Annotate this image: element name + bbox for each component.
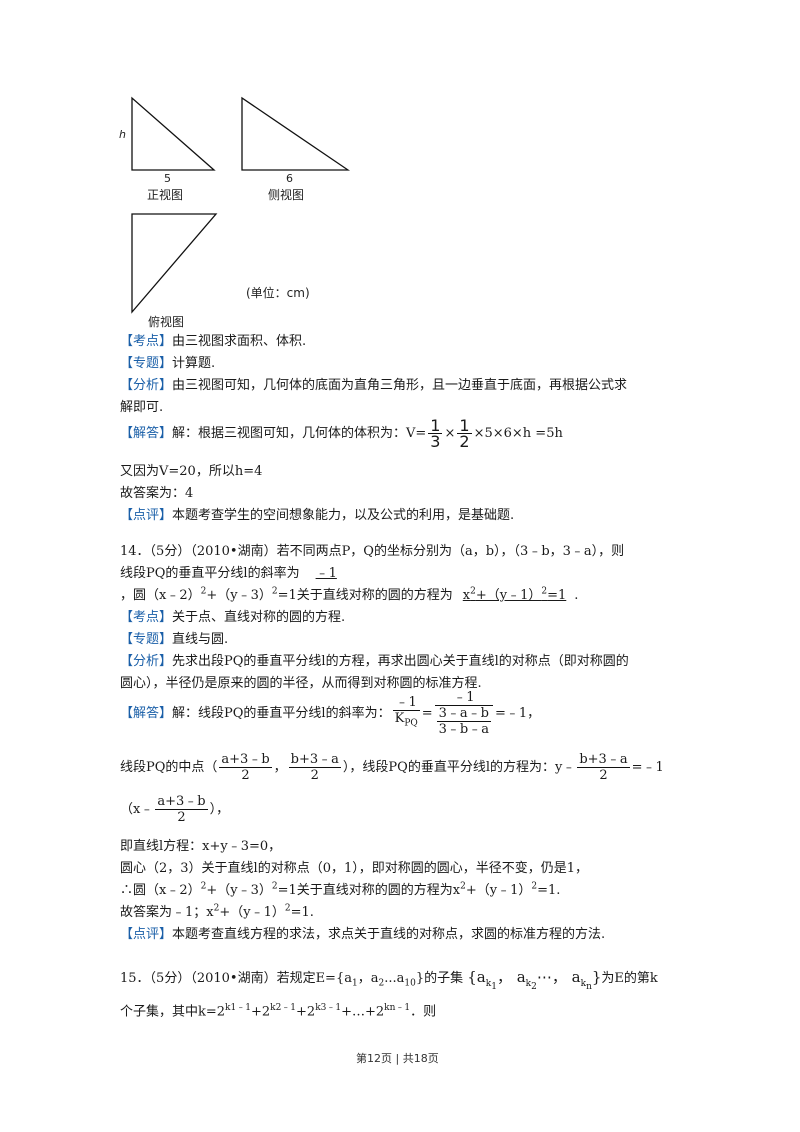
q13-zhuanti: 【专题】计算题. xyxy=(120,352,215,371)
side-width-label: 6 xyxy=(286,172,293,185)
times-sign: × xyxy=(444,426,456,441)
kaodian-tag: 【考点】 xyxy=(120,610,173,625)
top-view-triangle xyxy=(131,213,218,314)
fenxi-tag: 【分析】 xyxy=(120,654,173,669)
side-view-triangle xyxy=(241,96,350,171)
q14-stem-text: 线段PQ的垂直平分线l的斜率为 xyxy=(120,566,300,581)
front-width-label: 5 xyxy=(164,172,171,185)
q14-line-l1: 即直线l方程：x+y﹣3=0， xyxy=(120,839,282,854)
answer-blank-1: ﹣1 xyxy=(315,566,337,581)
q15-stem-line1: 15．（5分）（2010•湖南）若规定E={a1，a2...a10}的子集 {a… xyxy=(120,968,658,992)
fenxi-text: 由三视图可知，几何体的底面为直角三角形，且一边垂直于底面，再根据公式求 xyxy=(172,378,628,393)
q15-stem-line2: 个子集，其中k=2k1﹣1+2k2﹣1+2k3﹣1+…+2kn﹣1．则 xyxy=(120,1003,437,1020)
zhuanti-text: 直线与圆. xyxy=(172,632,229,647)
q14-line-l4: 故答案为﹣1；x2+（y﹣1）2=1. xyxy=(120,903,314,920)
page-footer: 第12页 | 共18页 xyxy=(356,1052,439,1065)
q13-dianping: 【点评】本题考查学生的空间想象能力，以及公式的利用，是基础题. xyxy=(120,504,514,523)
dianping-text: 本题考查直线方程的求法，求点关于直线的对称点，求圆的标准方程的方法. xyxy=(172,927,606,942)
volume-expression: ×5×6×h =5h xyxy=(473,426,563,441)
q14-zhuanti: 【专题】直线与圆. xyxy=(120,628,228,647)
height-label: h xyxy=(119,128,126,141)
front-view-triangle xyxy=(131,96,216,171)
q13-fenxi: 【分析】由三视图可知，几何体的底面为直角三角形，且一边垂直于底面，再根据公式求 xyxy=(120,374,627,393)
fenxi-tag: 【分析】 xyxy=(120,378,173,393)
q14-kaodian: 【考点】关于点、直线对称的圆的方程. xyxy=(120,606,345,625)
top-view-caption: 俯视图 xyxy=(148,315,185,329)
zhuanti-tag: 【专题】 xyxy=(120,356,173,371)
unit-note: (单位：cm) xyxy=(246,286,310,300)
kaodian-text: 关于点、直线对称的圆的方程. xyxy=(172,610,346,625)
three-view-figure xyxy=(131,96,350,314)
q14-line-l2: 圆心（2，3）关于直线l的对称点（0，1），即对称圆的圆心，半径不变，仍是1， xyxy=(120,861,589,876)
subset-notation: {ak1， ak2⋯， akn} xyxy=(467,968,602,992)
kaodian-text: 由三视图求面积、体积. xyxy=(172,334,307,349)
q14-stem-line1: 14．（5分）（2010•湖南）若不同两点P，Q的坐标分别为（a，b），（3﹣b… xyxy=(120,544,625,559)
jieda-text: 解：根据三视图可知，几何体的体积为：V= xyxy=(172,426,427,441)
dianping-tag: 【点评】 xyxy=(120,508,173,523)
zhuanti-tag: 【专题】 xyxy=(120,632,173,647)
q13-kaodian: 【考点】由三视图求面积、体积. xyxy=(120,330,306,349)
fenxi-text: 先求出段PQ的垂直平分线l的方程，再求出圆心关于直线l的对称点（即对称圆的 xyxy=(172,654,629,669)
q14-stem-line2: 线段PQ的垂直平分线l的斜率为 ﹣1 xyxy=(120,562,353,581)
jieda-text: 解：线段PQ的垂直平分线l的斜率为： xyxy=(172,706,391,721)
side-view-caption: 侧视图 xyxy=(268,188,305,202)
jieda-tag: 【解答】 xyxy=(120,426,173,441)
q14-fenxi: 【分析】先求出段PQ的垂直平分线l的方程，再求出圆心关于直线l的对称点（即对称圆… xyxy=(120,650,629,669)
jieda-tag: 【解答】 xyxy=(120,706,173,721)
q13-fenxi-line2: 解即可. xyxy=(120,400,164,415)
dianping-text: 本题考查学生的空间想象能力，以及公式的利用，是基础题. xyxy=(172,508,515,523)
front-view-caption: 正视图 xyxy=(147,188,184,202)
kaodian-tag: 【考点】 xyxy=(120,334,173,349)
zhuanti-text: 计算题. xyxy=(172,356,216,371)
q14-dianping: 【点评】本题考查直线方程的求法，求点关于直线的对称点，求圆的标准方程的方法. xyxy=(120,923,605,942)
dianping-tag: 【点评】 xyxy=(120,927,173,942)
q14-line-l3: ∴圆（x﹣2）2+（y﹣3）2=1关于直线对称的圆的方程为x2+（y﹣1）2=1… xyxy=(120,881,561,898)
slope-result: =﹣1， xyxy=(495,706,541,721)
q13-line3: 故答案为：4 xyxy=(120,486,194,501)
q13-line2: 又因为V=20，所以h=4 xyxy=(120,464,263,479)
answer-blank-2: x2+（y﹣1）2=1 xyxy=(462,586,567,603)
q14-fenxi-line2: 圆心），半径仍是原来的圆的半径，从而得到对称圆的标准方程. xyxy=(120,676,482,691)
